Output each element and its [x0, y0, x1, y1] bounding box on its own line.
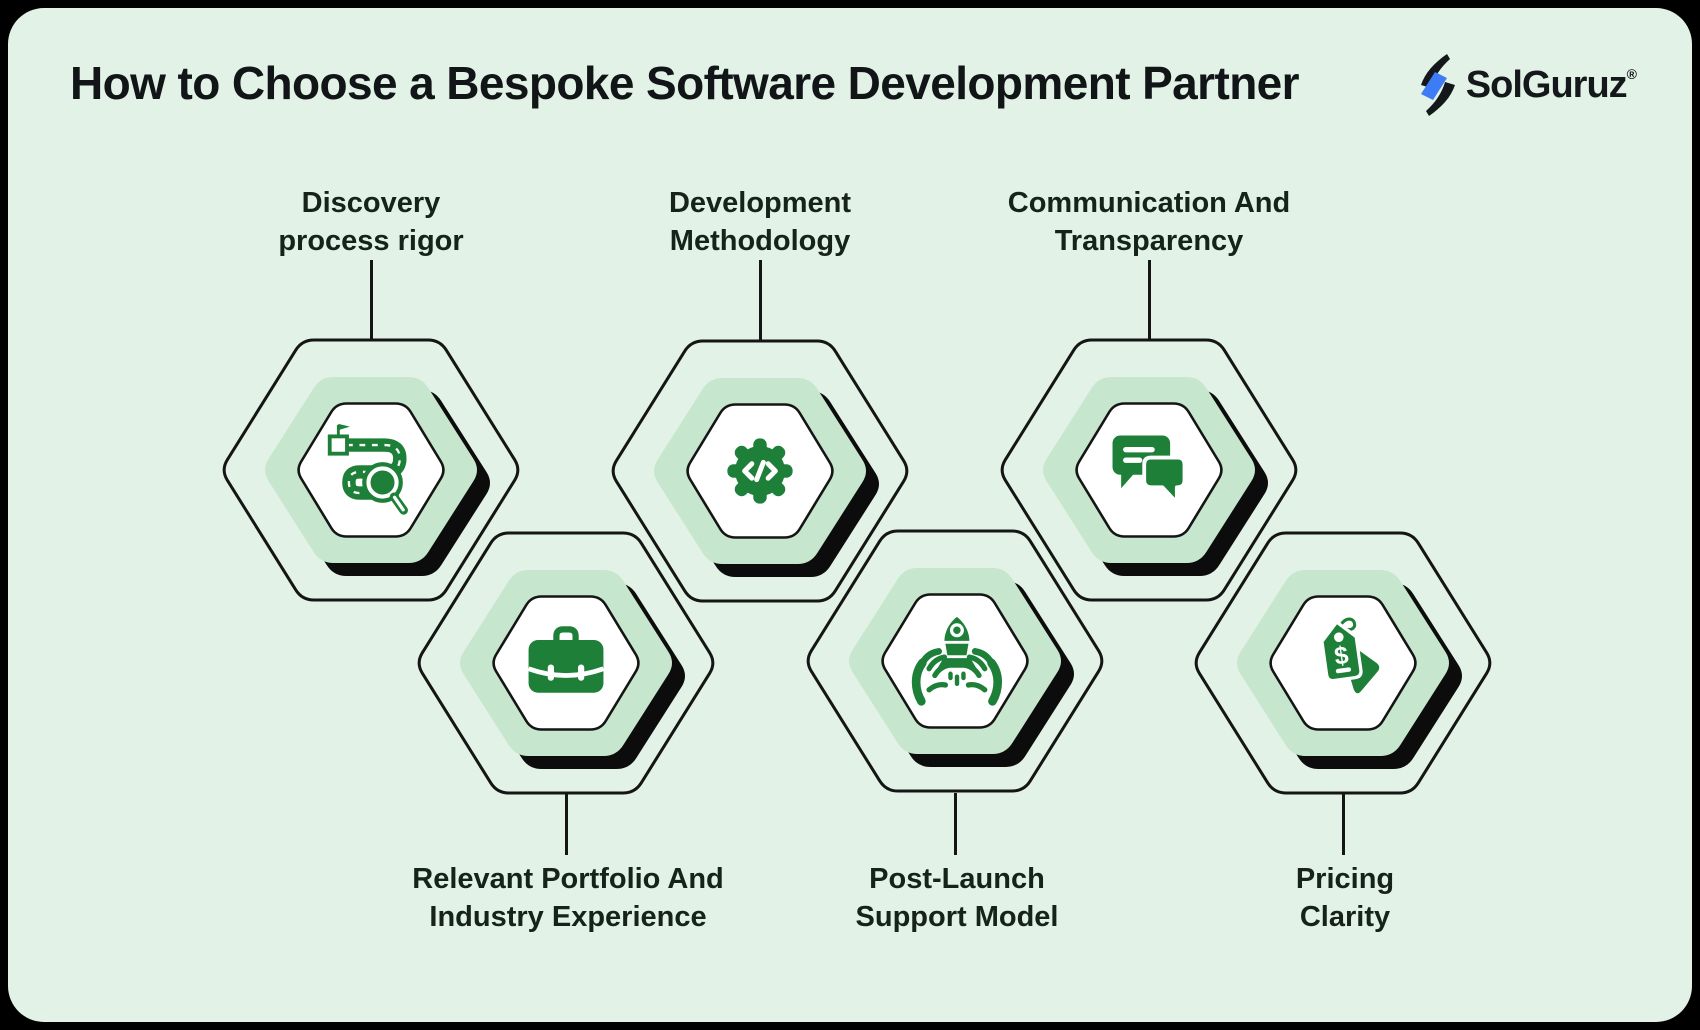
brand-logo-text: SolGuruz® [1465, 63, 1637, 107]
label-communication: Communication And Transparency [1007, 187, 1291, 257]
label-development: Development Methodology [668, 187, 852, 257]
hex-item-portfolio [416, 531, 716, 795]
hex-item-development-methodology [610, 339, 910, 603]
brand-name: SolGuruz [1465, 63, 1628, 106]
infographic-panel: How to Choose a Bespoke Software Develop… [8, 8, 1692, 1022]
connector-line [564, 793, 568, 855]
hexagon-graphic [611, 339, 909, 603]
connector-line [758, 260, 762, 340]
label-portfolio: Relevant Portfolio And Industry Experien… [412, 863, 724, 933]
connector-line [369, 260, 373, 340]
page-title: How to Choose a Bespoke Software Develop… [70, 57, 1300, 109]
connector-line [953, 793, 957, 855]
hex-item-discovery [221, 338, 521, 602]
hexagon-graphic [806, 529, 1104, 793]
hexagon-graphic [417, 531, 715, 795]
hex-item-communication [999, 338, 1299, 602]
label-post-launch: Post-Launch Support Model [855, 863, 1059, 933]
hexagon-graphic [222, 338, 520, 602]
solguruz-logo-icon [1420, 54, 1455, 116]
connector-line [1341, 793, 1345, 855]
gear-code-icon [727, 438, 792, 503]
hexagon-graphic [1000, 338, 1298, 602]
hex-item-pricing-clarity [1193, 531, 1493, 795]
registered-mark: ® [1626, 65, 1637, 82]
hexagon-graphic [1194, 531, 1492, 795]
label-pricing: Pricing Clarity [1295, 863, 1395, 933]
connector-line [1147, 260, 1151, 340]
brand-logo: SolGuruz® [1417, 54, 1637, 116]
hex-item-post-launch-support [805, 529, 1105, 793]
label-discovery: Discovery process rigor [278, 187, 464, 257]
